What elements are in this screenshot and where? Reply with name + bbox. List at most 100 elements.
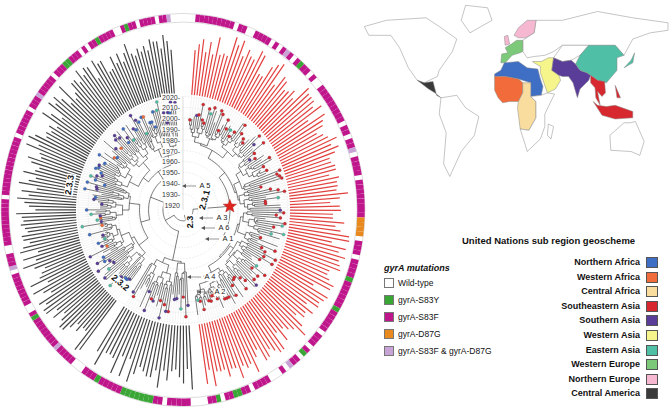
tree-branch <box>239 156 240 158</box>
tree-branch <box>204 297 206 306</box>
tip-label-mark <box>110 57 134 107</box>
tree-branch <box>129 203 139 204</box>
tree-branch <box>258 231 259 232</box>
tip-leader <box>260 238 283 246</box>
tree-branch <box>226 260 230 264</box>
tip-dot <box>126 136 129 139</box>
tip-leader <box>95 260 111 271</box>
tree-branch <box>252 214 275 215</box>
tip-dot <box>96 218 99 221</box>
tip-dot <box>263 274 266 277</box>
tree-branch <box>204 289 205 294</box>
tree-branch <box>237 145 240 148</box>
tree-branch <box>162 278 163 283</box>
mutation-ring-segment <box>305 70 308 73</box>
tip-dot <box>256 274 259 277</box>
tip-dot <box>98 153 101 156</box>
tip-dot <box>268 156 271 159</box>
tip-dot <box>234 294 237 297</box>
tree-branch <box>246 232 250 233</box>
tree-branch <box>200 145 222 158</box>
tree-branch <box>108 239 112 241</box>
mutation-ring-segment <box>335 110 337 114</box>
tip-decorations <box>1 13 365 406</box>
mutation-ring-segment <box>18 282 20 286</box>
tree-branch <box>218 268 220 271</box>
tree-branch <box>145 149 148 154</box>
tip-leader <box>116 123 128 138</box>
clade-label: 2.3.2 <box>109 272 132 293</box>
year-label: 1960- <box>161 158 181 165</box>
tree-branch <box>183 278 184 295</box>
tip-leader <box>204 100 210 123</box>
map-northern-europe <box>514 20 536 38</box>
year-label: 1980- <box>161 136 181 143</box>
tree-branch <box>103 220 115 222</box>
mutation-ring-segment <box>258 382 262 384</box>
legend-swatch <box>646 345 658 356</box>
tip-leader <box>135 288 146 311</box>
mutation-ring-segment <box>332 311 334 315</box>
tip-leader <box>264 252 278 259</box>
tip-dot <box>95 174 98 177</box>
legend-text: Western Europe <box>571 360 640 369</box>
tree-branch <box>201 127 203 129</box>
map-japan <box>624 53 635 68</box>
map-southeast-asia <box>591 75 606 105</box>
tip-label-mark <box>164 325 170 371</box>
legend-swatch <box>646 301 658 312</box>
tree-branch <box>128 267 137 278</box>
mutation-ring-segment <box>51 339 54 342</box>
year-label: 1950- <box>161 169 181 176</box>
tree-branch <box>234 251 236 253</box>
tree-branch <box>135 154 138 158</box>
tree-branch <box>167 265 169 273</box>
arrow-head <box>201 226 205 230</box>
tree-branch <box>131 155 133 157</box>
tree-branch <box>140 265 141 267</box>
tip-dot <box>107 267 110 270</box>
tree-branch <box>208 289 209 290</box>
tip-label-mark <box>35 209 76 210</box>
tip-leader <box>265 150 272 155</box>
tip-leader <box>135 109 147 134</box>
mutation-ring-segment <box>24 297 26 301</box>
tree-branch <box>105 231 107 233</box>
tree-branch <box>222 130 226 137</box>
tip-dot <box>86 181 89 184</box>
mutation-ring-segment <box>353 166 361 171</box>
tip-label-mark <box>51 268 90 292</box>
tip-label-mark <box>290 210 341 211</box>
tree-branch <box>104 176 117 182</box>
tip-dot <box>132 138 135 141</box>
mutation-ring-segment <box>77 53 80 55</box>
tip-leader <box>125 291 133 304</box>
mutation-ring-segment <box>87 372 91 375</box>
tree-branch <box>111 206 116 207</box>
tree-branch <box>116 159 122 163</box>
tip-leader <box>242 128 255 143</box>
tree-branch <box>231 133 234 137</box>
tree-branch <box>241 137 255 151</box>
tree-branch <box>202 129 203 134</box>
tree-branch <box>110 212 116 213</box>
tree-branch <box>122 257 139 275</box>
mutation-ring-segment <box>16 278 17 282</box>
mutation-ring-segment <box>356 231 364 236</box>
tip-dot <box>120 147 123 150</box>
tree-branch <box>236 142 237 144</box>
legend-swatch <box>646 359 658 370</box>
tree-branch <box>101 166 116 174</box>
mutation-ring-segment <box>355 162 356 167</box>
tree-branch <box>97 198 109 200</box>
tree-branch <box>92 245 115 256</box>
tree-branch <box>245 168 248 170</box>
mutation-ring-segment <box>2 225 10 229</box>
tip-dot <box>283 222 286 225</box>
tip-dot <box>253 152 256 155</box>
mutation-ring-segment <box>314 337 317 340</box>
tip-dot <box>279 216 282 219</box>
tree-branch <box>117 150 130 162</box>
tip-dot <box>85 208 88 211</box>
legend-swatch <box>384 278 394 288</box>
